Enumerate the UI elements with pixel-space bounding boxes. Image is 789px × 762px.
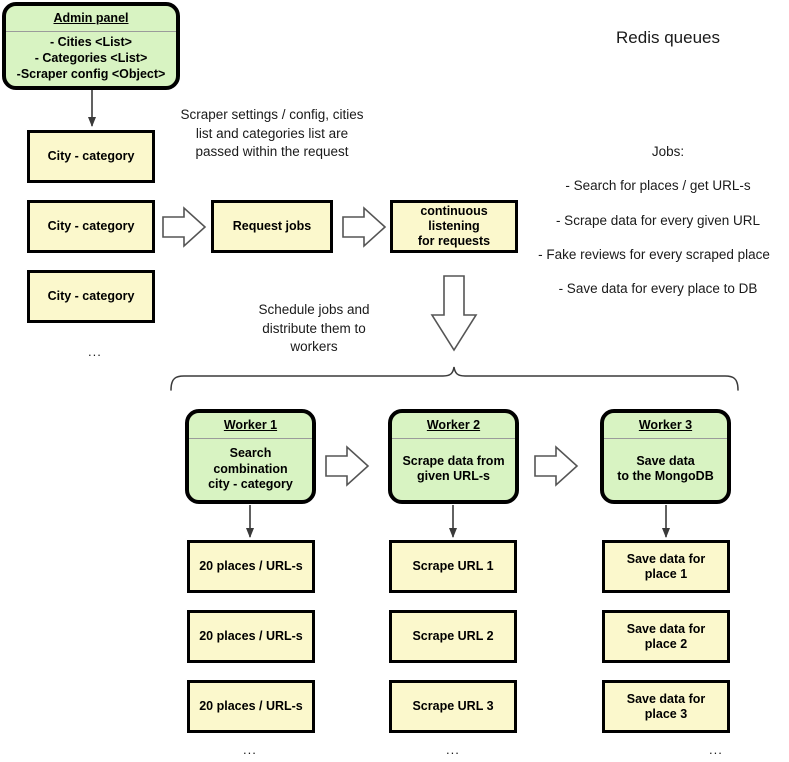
worker-3-output-2-label: Save data for place 2 [626,621,706,651]
request-jobs-box[interactable]: Request jobs [211,200,333,253]
city-category-box-3[interactable]: City - category [27,270,155,323]
worker-2-ellipsis: ... [446,742,460,757]
jobs-item-2: - Scrape data for every given URL [555,213,761,228]
worker-1-output-2[interactable]: 20 places / URL-s [187,610,315,663]
worker-3-output-1-label: Save data for place 1 [626,551,706,581]
block-arrow-worker1-to-worker2 [325,445,370,487]
worker-3-body: Save data to the MongoDB [604,439,727,500]
admin-panel-line-1: - Cities <List> [50,35,132,50]
block-arrow-worker2-to-worker3 [534,445,579,487]
worker-1-body-line-1: Search combination [213,445,288,476]
admin-panel-line-3: -Scraper config <Object> [16,66,166,81]
worker-1-ellipsis: ... [243,742,257,757]
city-category-label-2: City - category [47,219,135,234]
worker-3-output-3-label: Save data for place 3 [626,691,706,721]
worker-2-output-1[interactable]: Scrape URL 1 [389,540,517,593]
city-category-box-2[interactable]: City - category [27,200,155,253]
worker-1-output-1-label: 20 places / URL-s [199,559,303,574]
city-category-label-1: City - category [47,149,135,164]
worker-2-title: Worker 2 [392,413,515,439]
jobs-item-4: - Save data for every place to DB [558,281,758,296]
worker-3-output-1[interactable]: Save data for place 1 [602,540,730,593]
worker-1-body: Search combination city - category [189,439,312,500]
request-jobs-label: Request jobs [232,219,312,234]
worker-2-output-2[interactable]: Scrape URL 2 [389,610,517,663]
worker-3-body-line-1: Save data [636,453,695,468]
worker-3-ellipsis: ... [709,742,723,757]
worker-2-body: Scrape data from given URL-s [392,439,515,500]
worker-2-card[interactable]: Worker 2 Scrape data from given URL-s [388,409,519,504]
worker-1-output-1[interactable]: 20 places / URL-s [187,540,315,593]
worker-2-output-1-label: Scrape URL 1 [412,559,494,574]
worker-1-body-line-2: city - category [208,477,293,492]
worker-1-output-3[interactable]: 20 places / URL-s [187,680,315,733]
worker-3-body-line-2: to the MongoDB [617,469,714,484]
city-category-ellipsis: ... [88,344,102,359]
jobs-heading: Jobs: [651,144,685,159]
worker-1-title: Worker 1 [189,413,312,439]
worker-2-output-2-label: Scrape URL 2 [412,629,494,644]
admin-panel-title: Admin panel [6,6,176,32]
jobs-item-3: - Fake reviews for every scraped place [538,247,770,262]
request-note-text: Scraper settings / config, cities list a… [180,107,364,160]
block-arrow-request-to-listener [342,206,387,248]
jobs-item-1: - Search for places / get URL-s [565,178,751,193]
worker-1-output-2-label: 20 places / URL-s [199,629,303,644]
admin-panel-body: - Cities <List> - Categories <List> -Scr… [6,32,176,86]
worker-3-card[interactable]: Worker 3 Save data to the MongoDB [600,409,731,504]
schedule-note-text: Schedule jobs and distribute them to wor… [258,302,370,355]
redis-queues-title: Redis queues [616,28,720,47]
worker-2-body-line-1: Scrape data from [402,453,505,468]
worker-3-title: Worker 3 [604,413,727,439]
worker-2-body-line-2: given URL-s [417,469,490,484]
worker-3-output-2[interactable]: Save data for place 2 [602,610,730,663]
worker-2-output-3[interactable]: Scrape URL 3 [389,680,517,733]
continuous-listening-line-1: continuous listening [420,204,488,234]
continuous-listening-box[interactable]: continuous listening for requests [390,200,518,253]
city-category-box-1[interactable]: City - category [27,130,155,183]
admin-panel-card[interactable]: Admin panel - Cities <List> - Categories… [2,2,180,90]
admin-panel-line-2: - Categories <List> [34,51,148,66]
city-category-label-3: City - category [47,289,135,304]
block-arrow-listener-down [430,275,478,352]
worker-2-output-3-label: Scrape URL 3 [412,699,494,714]
worker-1-output-3-label: 20 places / URL-s [199,699,303,714]
worker-group-brace [170,366,739,391]
worker-3-output-3[interactable]: Save data for place 3 [602,680,730,733]
worker-1-card[interactable]: Worker 1 Search combination city - categ… [185,409,316,504]
block-arrow-city-to-request [162,206,207,248]
continuous-listening-line-2: for requests [417,233,491,248]
